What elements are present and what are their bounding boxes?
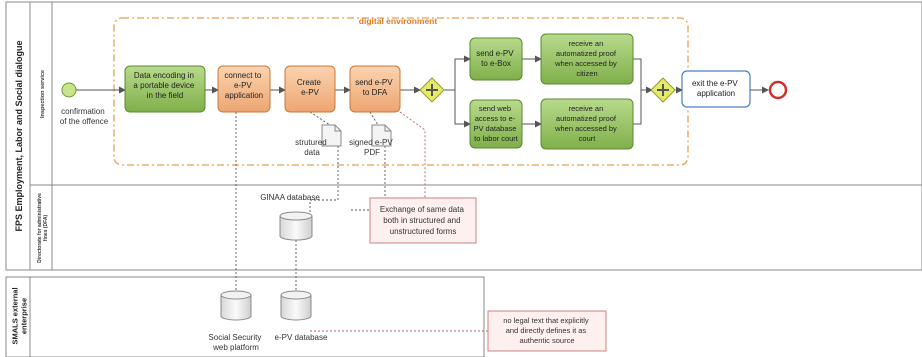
group-label: digital environment <box>359 16 438 26</box>
task-exit-label: exit the e-PV application <box>692 79 740 98</box>
data-store-epv-label: e-PV database <box>275 333 328 342</box>
task-send-dfa-label: send e-PV to DFA <box>355 78 395 97</box>
lane-label-directorate: Directorate for administrativefines (DFA… <box>37 193 49 263</box>
annotation-exchange: Exchange of same data both in structured… <box>369 197 477 244</box>
task-send-web-label: send web access to e- PV database to lab… <box>473 104 518 143</box>
data-object-pdf: signed e-PV PDF <box>349 124 395 157</box>
data-store-ginaa: GINAA database <box>260 193 320 241</box>
task-connect-label: connect to e-PV application <box>224 71 263 100</box>
task-connect[interactable]: connect to e-PV application <box>217 65 271 113</box>
annotation-legal: no legal text that explicitly and direct… <box>487 310 607 352</box>
task-send-ebox[interactable]: send e-PV to e-Box <box>469 37 523 81</box>
annotation-exchange-text: Exchange of same data both in structured… <box>380 205 466 236</box>
task-data-encoding[interactable]: Data encoding in a portable device in th… <box>124 65 206 113</box>
end-event <box>768 80 788 100</box>
annotation-associations <box>310 111 488 332</box>
start-event-label: confirmation of the offence <box>60 107 109 126</box>
data-store-ginaa-label: GINAA database <box>260 193 320 202</box>
task-proof-court-label: receive an automatized proof when access… <box>554 104 619 143</box>
data-object-structured-label: strutured data <box>295 138 329 157</box>
data-store-epv: e-PV database <box>275 290 328 342</box>
data-store-social: Social Security web platform <box>208 290 263 352</box>
task-data-encoding-label: Data encoding in a portable device in th… <box>133 71 196 100</box>
data-object-pdf-label: signed e-PV PDF <box>349 138 395 157</box>
lane-label-inspection: Inspection service <box>40 70 46 118</box>
annotation-legal-text: no legal text that explicitly and direct… <box>503 316 591 345</box>
task-proof-citizen[interactable]: receive an automatized proof when access… <box>540 33 634 85</box>
gateway-join <box>650 77 676 103</box>
sequence-flows <box>76 55 769 128</box>
task-proof-court[interactable]: receive an automatized proof when access… <box>540 98 634 150</box>
pool-label: FPS Employment, Labor and Social dialogu… <box>14 40 24 231</box>
task-send-web[interactable]: send web access to e- PV database to lab… <box>469 99 523 149</box>
gateway-split <box>419 77 445 103</box>
task-create[interactable]: Create e-PV <box>284 65 336 113</box>
main-pool: FPS Employment, Labor and Social dialogu… <box>5 1 922 271</box>
start-event: confirmation of the offence <box>60 82 109 126</box>
data-object-structured: strutured data <box>295 124 342 157</box>
task-create-label: Create e-PV <box>297 78 323 97</box>
task-proof-citizen-label: receive an automatized proof when access… <box>554 39 619 78</box>
external-pool: SMALS externalenterprise <box>5 276 485 357</box>
task-exit[interactable]: exit the e-PV application <box>681 70 751 108</box>
external-pool-label: SMALS externalenterprise <box>11 287 29 344</box>
task-send-ebox-label: send e-PV to e-Box <box>476 49 516 68</box>
data-store-social-label: Social Security web platform <box>208 333 263 352</box>
task-send-dfa[interactable]: send e-PV to DFA <box>349 65 401 113</box>
